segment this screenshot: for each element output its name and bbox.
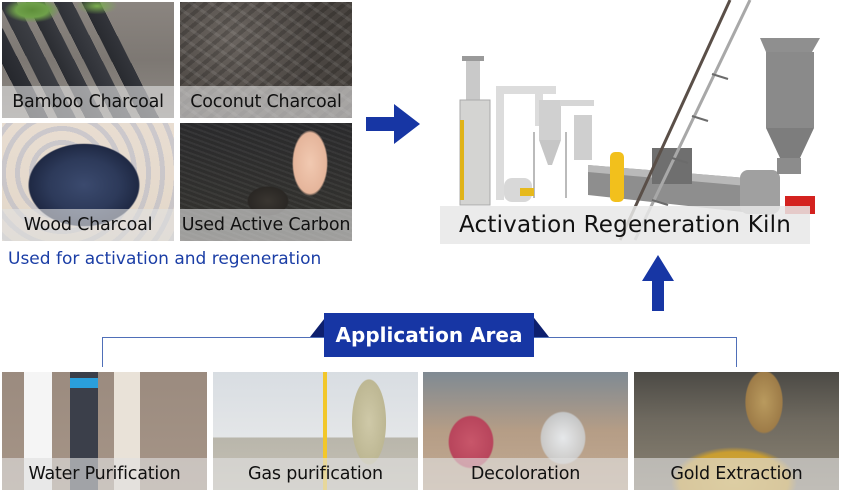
material-label: Wood Charcoal [23,215,153,235]
material-tile-bamboo-charcoal: Bamboo Charcoal [2,2,174,118]
materials-caption: Used for activation and regeneration [8,249,322,269]
arrow-up-icon [642,255,674,311]
kiln-label: Activation Regeneration Kiln [459,212,791,238]
application-tile-gold-extraction: Gold Extraction [634,372,839,490]
application-label: Gas purification [248,464,383,484]
application-tile-water-purification: Water Purification [2,372,207,490]
material-tile-used-active-carbon: Used Active Carbon [180,123,352,241]
material-label: Coconut Charcoal [190,92,342,112]
application-tile-decoloration: Decoloration [423,372,628,490]
application-tile-gas-purification: Gas purification [213,372,418,490]
application-area-banner: Application Area [324,313,534,357]
material-tile-coconut-charcoal: Coconut Charcoal [180,2,352,118]
material-tile-wood-charcoal: Wood Charcoal [2,123,174,241]
kiln-machine-illustration [459,0,820,241]
material-label: Used Active Carbon [181,215,351,235]
activation-regeneration-kiln: Activation Regeneration Kiln [440,0,841,245]
banner-fold-left [310,314,328,337]
application-label: Water Purification [28,464,181,484]
material-label: Bamboo Charcoal [12,92,164,112]
application-label: Decoloration [470,464,581,484]
application-label: Gold Extraction [670,464,803,484]
banner-fold-right [531,314,549,337]
arrow-right-icon [366,104,420,144]
application-area-title: Application Area [335,323,523,347]
